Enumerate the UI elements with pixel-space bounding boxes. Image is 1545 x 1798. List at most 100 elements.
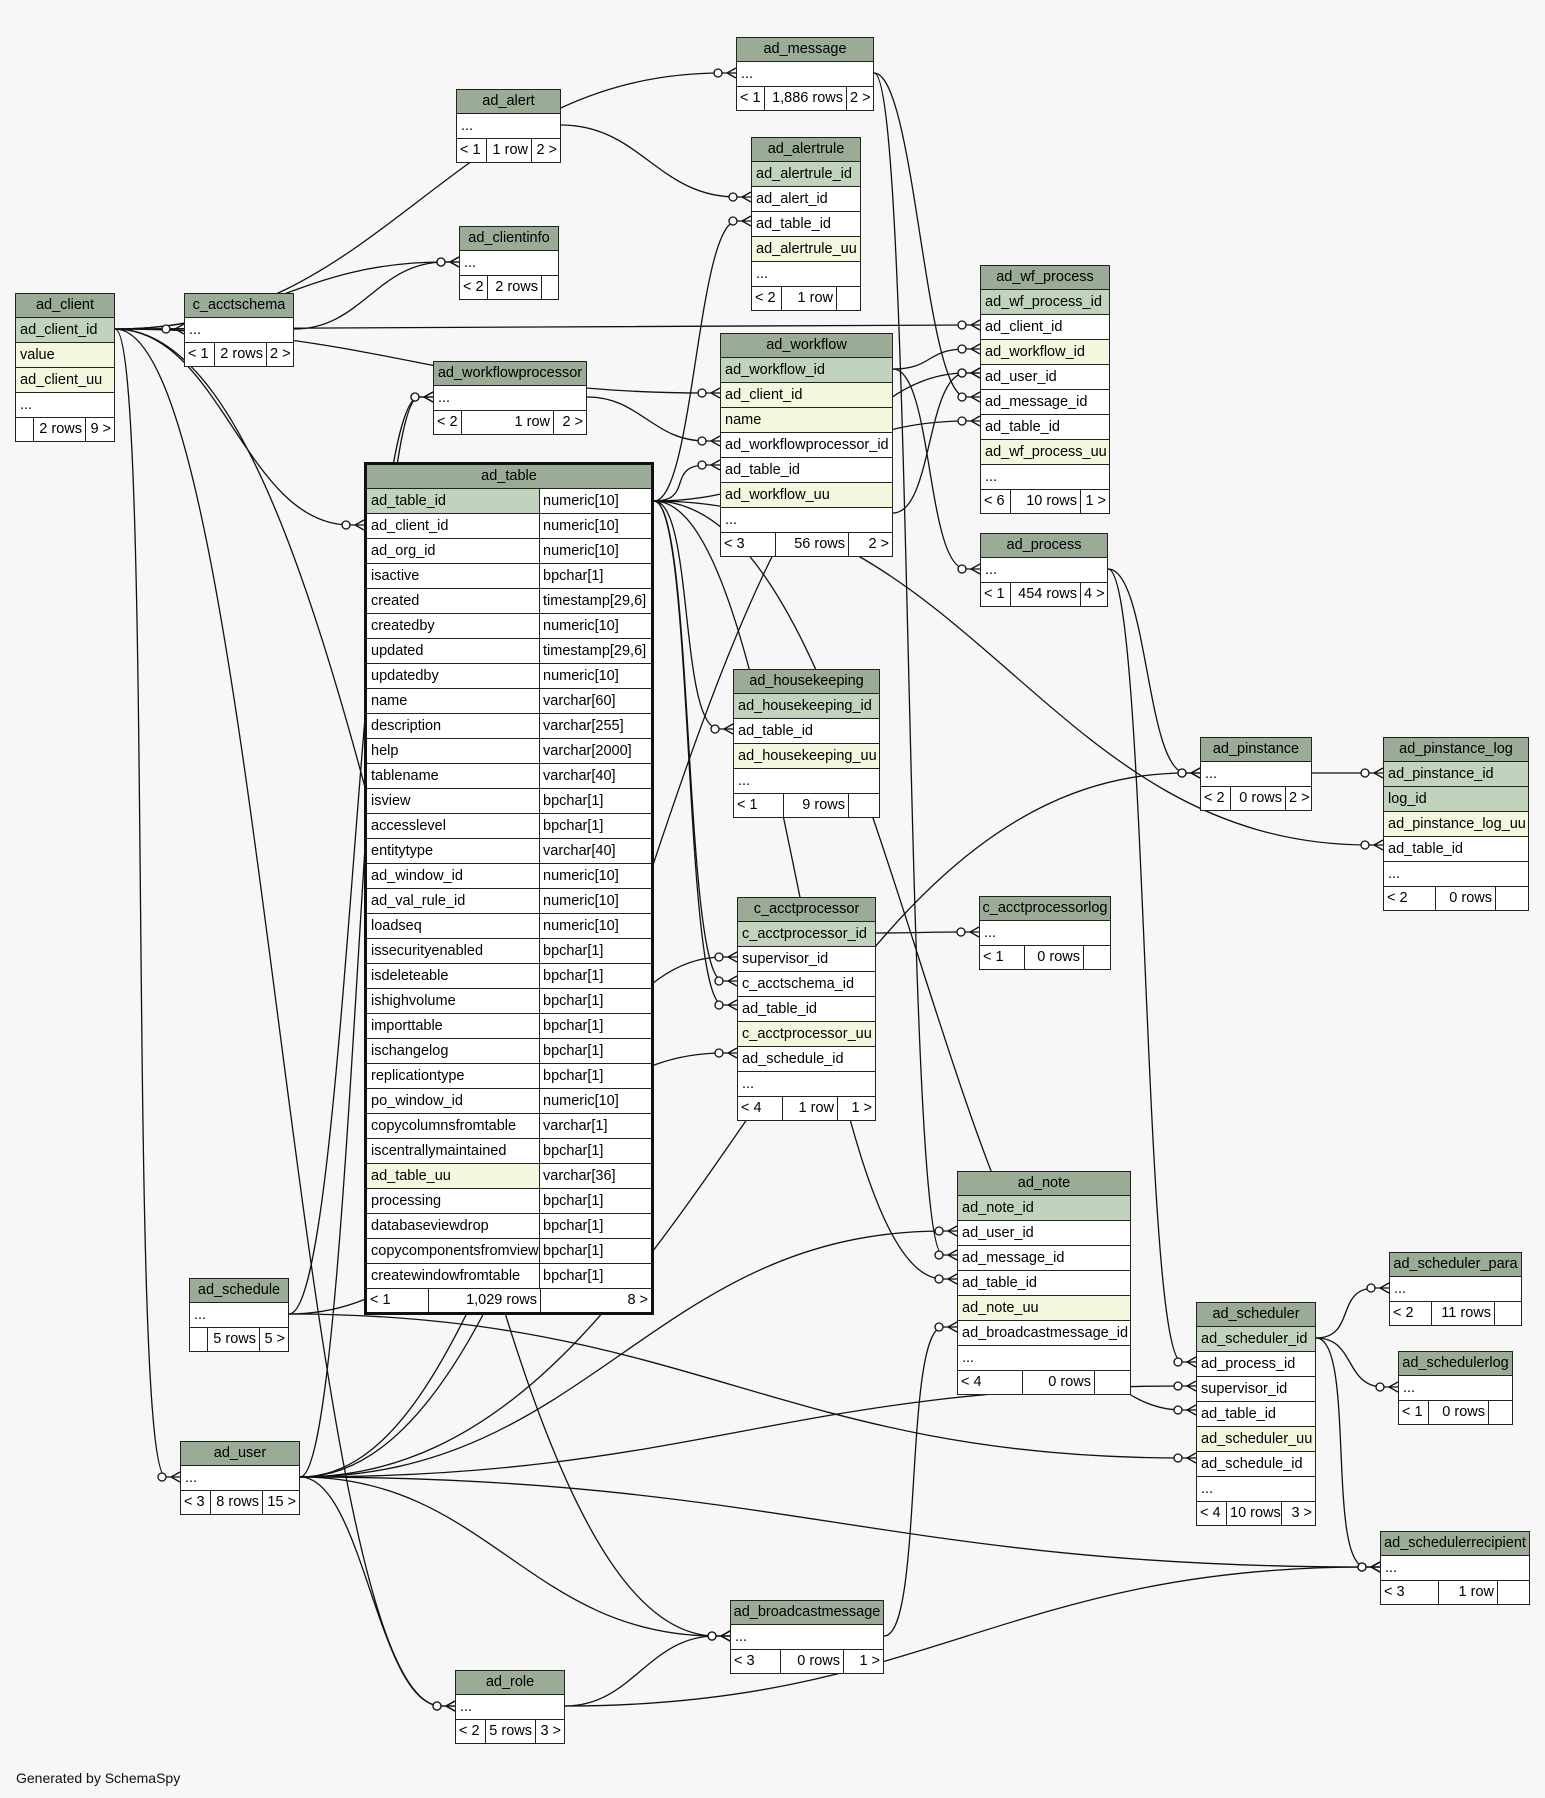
column-row[interactable]: ad_table_id	[738, 997, 875, 1022]
children-link[interactable]	[1498, 1581, 1529, 1604]
parents-link[interactable]: < 1	[737, 87, 765, 110]
parents-link[interactable]: < 3	[1381, 1581, 1439, 1604]
more-columns-row[interactable]: ...	[1399, 1376, 1512, 1401]
parents-link[interactable]: < 1	[1399, 1401, 1429, 1424]
children-link[interactable]: 15 >	[267, 1494, 296, 1510]
parents-link[interactable]: < 4	[738, 1097, 783, 1120]
column-row[interactable]: c_acctprocessor_id	[738, 922, 875, 947]
children-link[interactable]: 4 >	[1084, 586, 1105, 602]
parents-link[interactable]: < 2	[434, 411, 462, 434]
more-columns-row[interactable]: ...	[981, 558, 1107, 583]
column-row[interactable]: name	[721, 408, 892, 433]
column-row[interactable]: ad_workflow_id	[981, 340, 1109, 365]
column-row[interactable]: ad_workflowprocessor_id	[721, 433, 892, 458]
column-row[interactable]: ad_table_id	[958, 1271, 1130, 1296]
column-row[interactable]: supervisor_id	[1197, 1377, 1315, 1402]
column-row[interactable]: ad_wf_process_id	[981, 290, 1109, 315]
column-row[interactable]: ad_alertrule_id	[752, 162, 860, 187]
children-link[interactable]: 2 >	[270, 346, 291, 362]
column-row[interactable]: ad_table_id	[1384, 837, 1528, 862]
more-columns-row[interactable]: ...	[1381, 1556, 1529, 1581]
children-link[interactable]: 2 >	[850, 90, 871, 106]
parents-link[interactable]: < 1	[980, 946, 1025, 969]
children-link[interactable]	[837, 287, 860, 310]
children-link[interactable]	[1084, 946, 1110, 969]
more-columns-row[interactable]: ...	[981, 465, 1109, 490]
more-columns-row[interactable]: ...	[1197, 1477, 1315, 1502]
column-row[interactable]: ad_scheduler_uu	[1197, 1427, 1315, 1452]
column-row[interactable]: ad_alert_id	[752, 187, 860, 212]
column-row[interactable]: ad_table_id	[1197, 1402, 1315, 1427]
column-row[interactable]: ad_workflow_id	[721, 358, 892, 383]
column-row[interactable]: c_acctschema_id	[738, 972, 875, 997]
column-row[interactable]: ad_housekeeping_uu	[734, 744, 879, 769]
column-row[interactable]: ad_schedule_id	[1197, 1452, 1315, 1477]
column-row[interactable]: ad_schedule_id	[738, 1047, 875, 1072]
parents-link[interactable]: < 2	[460, 276, 488, 299]
more-columns-row[interactable]: ...	[1390, 1277, 1521, 1302]
column-row[interactable]: ad_table_id	[734, 719, 879, 744]
column-row[interactable]: ad_client_id	[981, 315, 1109, 340]
column-row[interactable]: log_id	[1384, 787, 1528, 812]
children-link[interactable]: 2 >	[562, 414, 583, 430]
parents-link[interactable]: < 1	[981, 583, 1011, 606]
children-link[interactable]: 2 >	[868, 536, 889, 552]
parents-link[interactable]: < 2	[1201, 787, 1231, 810]
parents-link[interactable]: < 3	[721, 533, 776, 556]
children-link[interactable]	[1496, 887, 1528, 910]
parents-link[interactable]: < 2	[456, 1720, 486, 1743]
more-columns-row[interactable]: ...	[738, 1072, 875, 1097]
column-row[interactable]: ad_table_id	[721, 458, 892, 483]
parents-link[interactable]: < 3	[181, 1491, 211, 1514]
more-columns-row[interactable]: ...	[958, 1346, 1130, 1371]
more-columns-row[interactable]: ...	[181, 1466, 299, 1491]
more-columns-row[interactable]: ...	[434, 386, 586, 411]
column-row[interactable]: ad_client_id	[721, 383, 892, 408]
column-row[interactable]: ad_alertrule_uu	[752, 237, 860, 262]
column-row[interactable]: ad_message_id	[981, 390, 1109, 415]
parents-link[interactable]	[190, 1328, 208, 1351]
column-row[interactable]: value	[16, 343, 114, 368]
children-link[interactable]	[1495, 1302, 1521, 1325]
parents-link[interactable]	[16, 418, 34, 441]
more-columns-row[interactable]: ...	[734, 769, 879, 794]
column-row[interactable]: ad_pinstance_log_uu	[1384, 812, 1528, 837]
parents-link[interactable]: < 3	[731, 1650, 781, 1673]
parents-link[interactable]: < 2	[752, 287, 782, 310]
column-row[interactable]: ad_housekeeping_id	[734, 694, 879, 719]
children-link[interactable]	[849, 794, 879, 817]
column-row[interactable]: ad_process_id	[1197, 1352, 1315, 1377]
